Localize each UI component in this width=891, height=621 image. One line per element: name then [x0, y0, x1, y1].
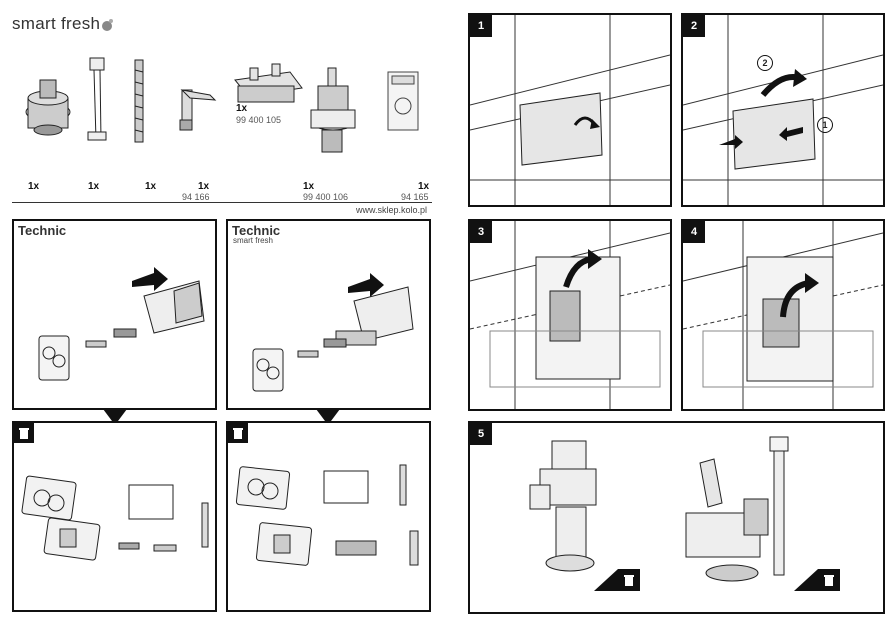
step-4-panel: 4: [681, 219, 885, 411]
part-6-qty: 1x: [303, 181, 315, 192]
step-4-drawing: [683, 221, 883, 409]
down-triangle-icon: [103, 409, 127, 425]
disposal-left-drawing: [21, 475, 209, 561]
part-3-qty: 1x: [145, 181, 157, 192]
step-1-panel: 1: [468, 13, 672, 207]
part-packet-illustration: [387, 71, 419, 131]
part-lever-illustration: [179, 89, 217, 131]
part-chain-illustration: [134, 59, 144, 143]
arrow-left-icon: [132, 267, 168, 291]
step-1-drawing: [470, 15, 670, 205]
technic-right-drawing: [252, 273, 414, 392]
part-1-qty: 1x: [28, 181, 40, 192]
step-number: 5: [470, 423, 492, 445]
website-url: www.sklep.kolo.pl: [356, 205, 428, 215]
part-7-code: 94 165: [401, 192, 429, 202]
trash-icon: [818, 569, 840, 591]
technic-panel-left: Technic: [12, 219, 217, 410]
part-4-qty: 1x: [198, 181, 210, 192]
step-2-drawing: [683, 15, 883, 205]
part-6-code: 99 400 106: [303, 192, 349, 202]
brand-logo: smart fresh: [12, 14, 113, 34]
part-fill-valve-illustration: [310, 67, 356, 153]
disposal-right-drawing: [235, 464, 419, 566]
part-5-code: 99 400 105: [236, 115, 282, 125]
trash-icon: [618, 569, 640, 591]
trash-icon: [14, 423, 34, 443]
panel-title: Technic: [232, 223, 281, 238]
step-3-drawing: [470, 221, 670, 409]
panel-subtitle: smart fresh: [233, 236, 274, 245]
step-5-panel: 5: [468, 421, 885, 614]
part-2-qty: 1x: [88, 181, 100, 192]
part-tube-illustration: [87, 57, 107, 141]
down-triangle-icon: [316, 409, 340, 425]
disposal-panel-right: [226, 421, 431, 612]
technic-left-drawing: [38, 267, 205, 381]
trash-icon: [228, 423, 248, 443]
part-7-qty: 1x: [418, 181, 430, 192]
step-number: 4: [683, 221, 705, 243]
step-3-panel: 3: [468, 219, 672, 411]
part-5-qty: 1x: [236, 103, 248, 114]
leaf-icon: [102, 19, 113, 31]
arrow-left-icon: [348, 273, 384, 297]
parts-divider: [12, 202, 432, 203]
part-valve-illustration: [25, 79, 71, 136]
brand-text: smart fresh: [12, 14, 101, 33]
disposal-panel-left: [12, 421, 217, 612]
callout-1: 1: [817, 117, 833, 133]
parts-illustrations: [25, 57, 419, 153]
part-4-code: 94 166: [182, 192, 210, 202]
step-number: 3: [470, 221, 492, 243]
callout-2: 2: [757, 55, 773, 71]
panel-title: Technic: [18, 223, 67, 238]
part-frame-illustration: [234, 63, 303, 103]
step-number: 1: [470, 15, 492, 37]
step-2-panel: 2 2 1: [681, 13, 885, 207]
step-number: 2: [683, 15, 705, 37]
technic-panel-right: Technic smart fresh: [226, 219, 431, 410]
step-5-drawing: [529, 436, 818, 591]
